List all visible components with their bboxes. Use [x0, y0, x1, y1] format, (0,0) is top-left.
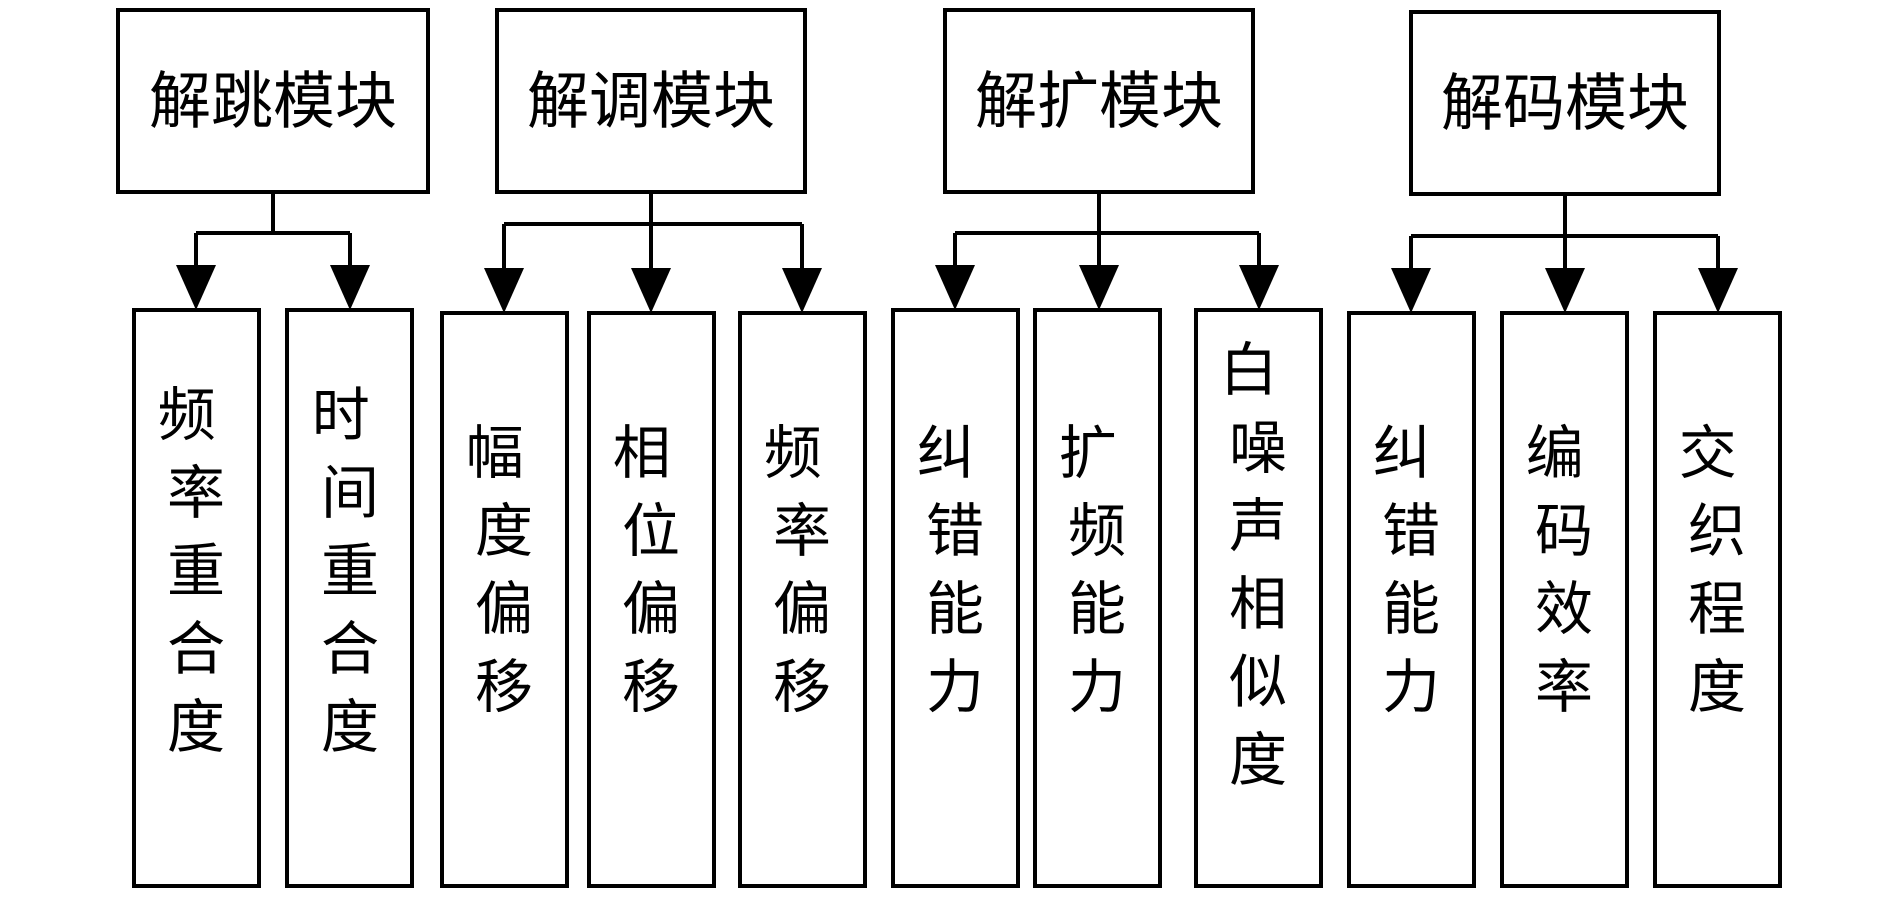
svg-text:纠 错能力: 纠 错能力 [917, 419, 993, 721]
child-box-phase-offset: 相 位偏移 [587, 311, 716, 888]
child-label-char: 偏 [475, 575, 533, 643]
child-label-char: 程 [1688, 575, 1746, 643]
module-label: 解码模块 [1441, 67, 1689, 140]
svg-text:交 织程度: 交 织程度 [1679, 419, 1755, 721]
child-box-spreading-capability: 扩 频能力 [1033, 308, 1162, 888]
svg-text:频 率重合度: 频 率重合度 [158, 381, 234, 761]
child-label-char: 移 [622, 653, 680, 721]
child-label-char: 度 [1688, 653, 1746, 721]
child-box-time-overlap: 时 间重合度 [285, 308, 414, 888]
module-label: 解扩模块 [975, 65, 1223, 138]
child-label-char: 交 [1679, 419, 1737, 487]
module-box-frequency-hopping: 解跳模块 [116, 8, 430, 194]
child-label-char: 编 [1526, 419, 1584, 487]
child-box-white-noise-similarity: 白 噪声相似度 [1194, 308, 1323, 888]
child-box-error-correction: 纠 错能力 [891, 308, 1020, 888]
module-connector-1 [484, 192, 822, 313]
module-connector-0 [176, 192, 370, 310]
child-label-char: 度 [321, 693, 379, 761]
child-label-char: 错 [926, 497, 984, 565]
svg-text:扩 频能力: 扩 频能力 [1059, 419, 1135, 721]
svg-text:纠 错能力: 纠 错能力 [1373, 419, 1449, 721]
child-label-char: 织 [1688, 497, 1746, 565]
arrowhead [1545, 268, 1585, 313]
child-label-char: 能 [926, 575, 984, 643]
child-label-char: 相 [613, 419, 671, 487]
child-label-char: 率 [1535, 653, 1593, 721]
child-box-interleaving-degree: 交 织程度 [1653, 311, 1782, 888]
child-label-char: 纠 [917, 419, 975, 487]
module-label: 解调模块 [527, 65, 775, 138]
child-box-frequency-overlap: 频 率重合度 [132, 308, 261, 888]
child-label-char: 重 [321, 537, 379, 605]
module-box-demodulation: 解调模块 [495, 8, 807, 194]
child-box-amplitude-offset: 幅 度偏移 [440, 311, 569, 888]
svg-text:幅 度偏移: 幅 度偏移 [466, 419, 542, 721]
child-label-char: 幅 [466, 419, 524, 487]
svg-text:时 间重合度: 时 间重合度 [312, 381, 388, 761]
child-label-char: 噪 [1229, 414, 1287, 482]
child-label-char: 扩 [1059, 419, 1117, 487]
child-label-char: 能 [1382, 575, 1440, 643]
module-label: 解跳模块 [149, 65, 397, 138]
child-label-char: 度 [167, 693, 225, 761]
arrowhead [631, 268, 671, 313]
child-label-char: 白 [1220, 336, 1278, 404]
child-label-char: 力 [926, 653, 984, 721]
child-box-coding-efficiency: 编 码效率 [1500, 311, 1629, 888]
child-label-char: 重 [167, 537, 225, 605]
child-label-char: 率 [167, 459, 225, 527]
child-label-char: 偏 [622, 575, 680, 643]
child-label-char: 似 [1229, 648, 1287, 716]
child-label-char: 时 [312, 381, 370, 449]
arrowhead [330, 265, 370, 310]
child-box-frequency-offset: 频 率偏移 [738, 311, 867, 888]
child-label-char: 间 [321, 459, 379, 527]
child-label-char: 声 [1229, 492, 1287, 560]
child-label-char: 错 [1382, 497, 1440, 565]
child-label-char: 合 [321, 615, 379, 683]
arrowhead [782, 268, 822, 313]
child-label-char: 力 [1382, 653, 1440, 721]
child-label-char: 偏 [773, 575, 831, 643]
arrowhead [935, 265, 975, 310]
module-box-despreading: 解扩模块 [943, 8, 1255, 194]
child-label-char: 频 [764, 419, 822, 487]
svg-text:白 噪声相似度: 白 噪声相似度 [1220, 336, 1296, 794]
arrowhead [176, 265, 216, 310]
module-connector-2 [935, 192, 1279, 310]
child-label-char: 位 [622, 497, 680, 565]
module-connector-3 [1391, 194, 1738, 313]
child-label-char: 纠 [1373, 419, 1431, 487]
arrowhead [1698, 268, 1738, 313]
svg-text:编 码效率: 编 码效率 [1526, 419, 1602, 721]
child-label-char: 能 [1068, 575, 1126, 643]
child-box-error-correction-2: 纠 错能力 [1347, 311, 1476, 888]
child-label-char: 合 [167, 615, 225, 683]
child-label-char: 相 [1229, 570, 1287, 638]
child-label-char: 移 [773, 653, 831, 721]
child-label-char: 度 [1229, 726, 1287, 794]
arrowhead [1079, 265, 1119, 310]
svg-text:相 位偏移: 相 位偏移 [613, 419, 689, 721]
arrowhead [484, 268, 524, 313]
module-box-decoding: 解码模块 [1409, 10, 1721, 196]
arrowhead [1239, 265, 1279, 310]
child-label-char: 度 [475, 497, 533, 565]
child-label-char: 力 [1068, 653, 1126, 721]
child-label-char: 率 [773, 497, 831, 565]
child-label-char: 频 [1068, 497, 1126, 565]
child-label-char: 效 [1535, 575, 1593, 643]
arrowhead [1391, 268, 1431, 313]
child-label-char: 频 [158, 381, 216, 449]
child-label-char: 移 [475, 653, 533, 721]
child-label-char: 码 [1535, 497, 1593, 565]
svg-text:频 率偏移: 频 率偏移 [764, 419, 840, 721]
